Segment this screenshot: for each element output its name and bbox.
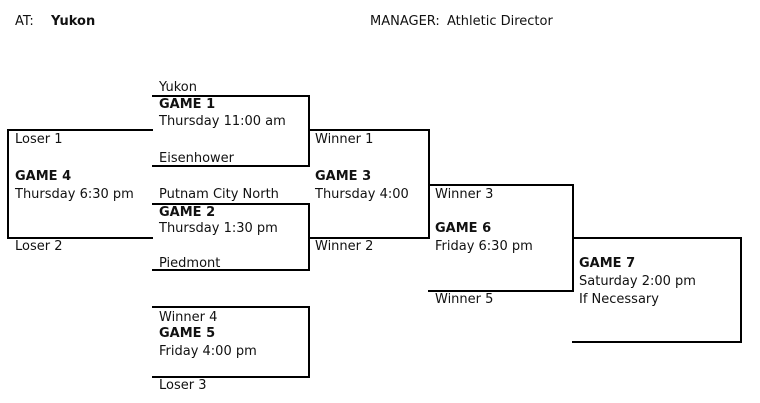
game7-side-line [740, 237, 742, 343]
game4-team-top: Loser 1 [15, 132, 63, 147]
game1-bottom-line [152, 165, 310, 167]
game3-top-line [308, 129, 430, 131]
game6-time: Friday 6:30 pm [435, 239, 533, 254]
game1-top-line [152, 95, 310, 97]
game5-time: Friday 4:00 pm [159, 344, 257, 359]
game3-title: GAME 3 [315, 169, 372, 184]
game6-title: GAME 6 [435, 221, 492, 236]
game4-title: GAME 4 [15, 169, 72, 184]
game7-title: GAME 7 [579, 256, 636, 271]
at-label: AT: [15, 14, 34, 29]
game5-title: GAME 5 [159, 326, 216, 341]
at-value: Yukon [51, 14, 96, 29]
game1-team-bottom: Eisenhower [159, 151, 235, 166]
game3-team-top: Winner 1 [315, 132, 374, 147]
game4-bottom-line [7, 237, 153, 239]
game3-bottom-line [308, 237, 430, 239]
game6-top-line [428, 184, 574, 186]
game2-team-top: Putnam City North [159, 187, 279, 202]
game2-title: GAME 2 [159, 205, 216, 220]
manager-label: MANAGER: [370, 14, 440, 29]
game3-time: Thursday 4:00 [315, 187, 409, 202]
game6-team-top: Winner 3 [435, 187, 494, 202]
game7-top-line [572, 237, 742, 239]
game5-top-line [152, 306, 310, 308]
game2-top-line [152, 203, 310, 205]
game1-side-line [308, 95, 310, 167]
game1-team-top: Yukon [159, 80, 197, 95]
game7-note: If Necessary [579, 292, 659, 307]
game2-team-bottom: Piedmont [159, 256, 221, 271]
game7-bottom-line [572, 341, 742, 343]
manager-value: Athletic Director [447, 14, 553, 29]
game2-bottom-line [152, 269, 310, 271]
game6-team-bottom: Winner 5 [435, 292, 494, 307]
game5-team-bottom: Loser 3 [159, 378, 207, 393]
game7-time: Saturday 2:00 pm [579, 274, 696, 289]
game5-team-top: Winner 4 [159, 310, 218, 325]
game1-title: GAME 1 [159, 97, 216, 112]
game5-bottom-line [152, 376, 310, 378]
game3-team-bottom: Winner 2 [315, 239, 374, 254]
game5-side-line [308, 306, 310, 378]
game2-time: Thursday 1:30 pm [159, 221, 278, 236]
game4-time: Thursday 6:30 pm [15, 187, 134, 202]
game4-side-line [7, 129, 9, 239]
game1-time: Thursday 11:00 am [159, 114, 286, 129]
game6-bottom-line [428, 290, 574, 292]
game4-team-bottom: Loser 2 [15, 239, 63, 254]
game4-top-line [7, 129, 153, 131]
